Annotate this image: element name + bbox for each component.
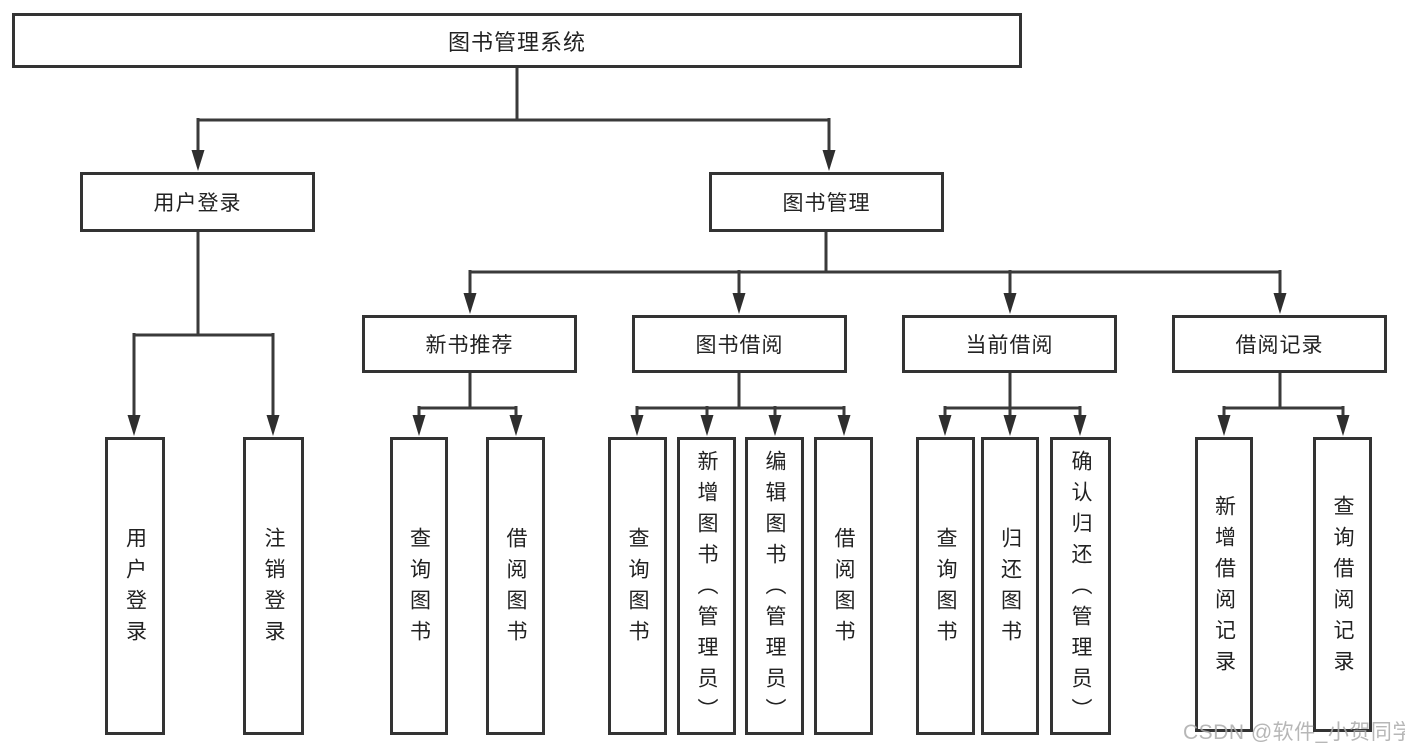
node-user-login: 用户登录 [80, 172, 315, 232]
node-current-borrow: 当前借阅 [902, 315, 1117, 373]
node-label: 新书推荐 [425, 334, 514, 357]
node-label: 图书管理 [782, 192, 871, 215]
leaf-add-books-admin: 新增图书（管理员） [677, 437, 736, 735]
leaf-query-books-recommend: 查询图书 [390, 437, 448, 735]
node-label: 新增借阅记录 [1212, 494, 1236, 681]
leaf-query-books-current: 查询图书 [916, 437, 975, 735]
leaf-logout: 注销登录 [243, 437, 304, 735]
node-book-borrow: 图书借阅 [632, 315, 847, 373]
node-label: 编辑图书（管理员） [763, 449, 786, 729]
node-label: 确认归还（管理员） [1069, 449, 1092, 729]
node-borrow-records: 借阅记录 [1172, 315, 1387, 373]
node-label: 图书借阅 [695, 334, 784, 357]
node-label: 归还图书 [998, 527, 1022, 651]
arrowhead-icons [127, 150, 1350, 436]
leaf-add-borrow-record: 新增借阅记录 [1195, 437, 1253, 732]
node-label: 查询图书 [626, 527, 649, 651]
node-label: 查询图书 [407, 527, 431, 651]
node-label: 查询图书 [934, 527, 957, 651]
leaf-user-login: 用户登录 [105, 437, 165, 735]
leaf-confirm-return-admin: 确认归还（管理员） [1050, 437, 1111, 735]
node-label: 当前借阅 [965, 334, 1054, 357]
leaf-query-borrow-record: 查询借阅记录 [1313, 437, 1372, 732]
node-label: 借阅图书 [504, 527, 527, 651]
node-label: 查询借阅记录 [1331, 494, 1354, 681]
node-label: 借阅图书 [832, 527, 855, 651]
node-label: 图书管理系统 [447, 29, 586, 55]
csdn-watermark: CSDN @软件_小贺同学 [1183, 721, 1405, 744]
node-label: 新增图书（管理员） [695, 449, 718, 729]
leaf-borrow-books-recommend: 借阅图书 [486, 437, 545, 735]
node-book-management: 图书管理 [709, 172, 944, 232]
node-label: 用户登录 [153, 192, 242, 215]
node-library-management-system: 图书管理系统 [12, 13, 1022, 68]
node-label: 注销登录 [262, 527, 285, 651]
node-new-book-recommend: 新书推荐 [362, 315, 577, 373]
node-label: 借阅记录 [1235, 334, 1324, 357]
leaf-borrow-books: 借阅图书 [814, 437, 873, 735]
node-label: 用户登录 [123, 527, 147, 651]
leaf-edit-books-admin: 编辑图书（管理员） [745, 437, 804, 735]
leaf-query-books-borrow: 查询图书 [608, 437, 667, 735]
leaf-return-books: 归还图书 [981, 437, 1039, 735]
